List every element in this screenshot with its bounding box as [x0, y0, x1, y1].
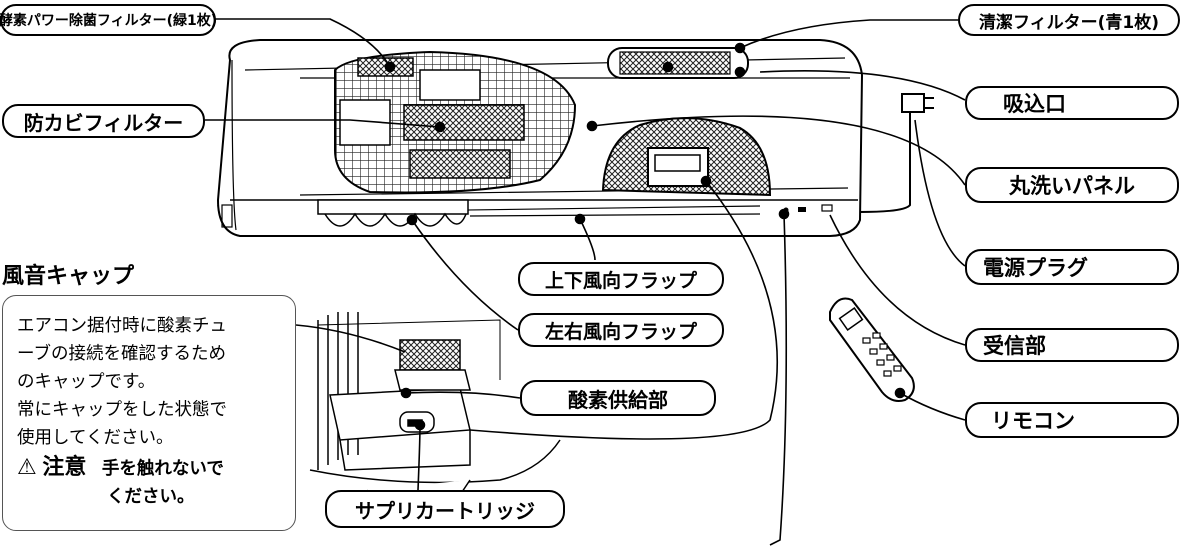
intake-text: 吸込口: [1003, 92, 1066, 116]
leader-lines: [205, 18, 966, 546]
note-line-1: エアコン据付時に酸素チュ: [17, 316, 227, 336]
remote-drawing: [829, 297, 915, 402]
label-mold-filter: 防カビフィルター: [2, 104, 205, 138]
clean-filter-drawing: [607, 47, 749, 79]
label-remote: リモコン: [965, 402, 1179, 438]
warning-icon: ⚠: [17, 455, 37, 480]
horizontal-flap-drawing: [317, 199, 469, 227]
caution-word: 注意: [42, 455, 87, 480]
label-supply-cartridge: サプリカートリッジ: [325, 490, 565, 528]
power-plug-text: 電源プラグ: [983, 256, 1088, 280]
mold-filter-text: 防カビフィルター: [23, 110, 184, 135]
label-clean-filter: 清潔フィルター(青1枚): [958, 4, 1180, 36]
mold-filter-drawing: [334, 50, 577, 194]
washable-panel-text: 丸洗いパネル: [1009, 174, 1135, 198]
label-horizontal-flap: 左右風向フラップ: [518, 313, 724, 347]
clean-filter-text: 清潔フィルター(青1枚): [978, 12, 1160, 33]
label-receiver: 受信部: [965, 328, 1179, 362]
horizontal-flap-text: 左右風向フラップ: [544, 320, 697, 343]
label-vertical-flap: 上下風向フラップ: [518, 262, 724, 296]
note-box: エアコン据付時に酸素チュ ーブの接続を確認するため のキャップです。 常にキャッ…: [2, 295, 296, 531]
label-oxygen-supply: 酸素供給部: [520, 380, 716, 416]
power-plug-drawing: [859, 93, 934, 213]
caution-text-2: ください。: [107, 487, 195, 507]
note-title: 風音キャップ: [2, 264, 135, 289]
vertical-flap-text: 上下風向フラップ: [544, 269, 697, 292]
enzyme-filter-text: 酵素パワー除菌フィルター(緑1枚): [0, 13, 218, 29]
caution-row: ⚠ 注意 手を触れないで: [17, 454, 289, 483]
supply-cartridge-text: サプリカートリッジ: [355, 498, 535, 523]
note-line-5: 使用してください。: [17, 428, 174, 448]
oxygen-supply-text: 酸素供給部: [568, 387, 668, 412]
note-line-2: ーブの接続を確認するため: [17, 344, 226, 364]
receiver-text: 受信部: [983, 334, 1046, 358]
label-power-plug: 電源プラグ: [965, 249, 1179, 285]
label-washable-panel: 丸洗いパネル: [965, 167, 1179, 203]
remote-text: リモコン: [991, 409, 1075, 433]
caution-text: 手を触れないで: [101, 459, 224, 479]
label-enzyme-filter: 酵素パワー除菌フィルター(緑1枚): [0, 4, 218, 36]
oxygen-window-drawing: [601, 117, 772, 197]
note-line-3: のキャップです。: [17, 372, 156, 392]
label-intake: 吸込口: [965, 86, 1179, 120]
note-line-4: 常にキャップをした状態で: [17, 400, 227, 420]
